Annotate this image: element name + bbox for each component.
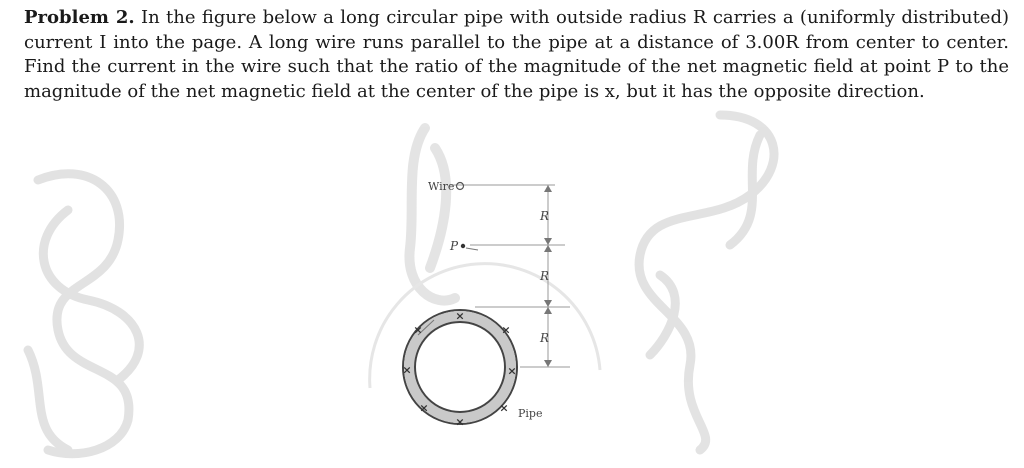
problem-text: In the figure below a long circular pipe… [24, 7, 1009, 102]
current-marker-left: × [402, 364, 411, 377]
current-marker-bottom-left: × [419, 402, 428, 415]
background-scribble-left [23, 169, 144, 459]
pipe-inner-edge [414, 321, 506, 413]
dimension-label-1: R [539, 209, 549, 223]
pipe-outer-edge [402, 309, 518, 425]
point-p-label: P [449, 239, 459, 253]
pipe-label: Pipe [518, 407, 542, 420]
dimension-arrowheads [544, 185, 552, 367]
problem-statement: Problem 2. In the figure below a long ci… [24, 6, 1009, 104]
faint-outer-arc [368, 262, 602, 389]
current-markers: × × × × × × × × [402, 310, 516, 429]
background-scribble-center [404, 123, 460, 306]
wire-marker [455, 181, 465, 191]
current-marker-top-left: × [413, 324, 422, 337]
pipe-leader-line [417, 319, 435, 336]
point-p-dot [460, 243, 466, 249]
current-marker-top-right: × [501, 324, 510, 337]
dimension-label-2: R [539, 269, 549, 283]
current-marker-bottom: × [455, 416, 464, 429]
current-marker-top: × [455, 310, 464, 323]
current-marker-bottom-right: × [499, 402, 508, 415]
pipe-wire-figure: R R R Wire P × × × × × × × × Pipe [368, 180, 602, 429]
wire-label: Wire [428, 180, 454, 193]
background-scribble-right [634, 110, 779, 455]
pipe-wall-fill [404, 311, 516, 423]
problem-label: Problem 2. [24, 7, 135, 28]
dimension-label-3: R [539, 331, 549, 345]
point-p-arrow [465, 247, 479, 251]
current-marker-right: × [507, 365, 516, 378]
